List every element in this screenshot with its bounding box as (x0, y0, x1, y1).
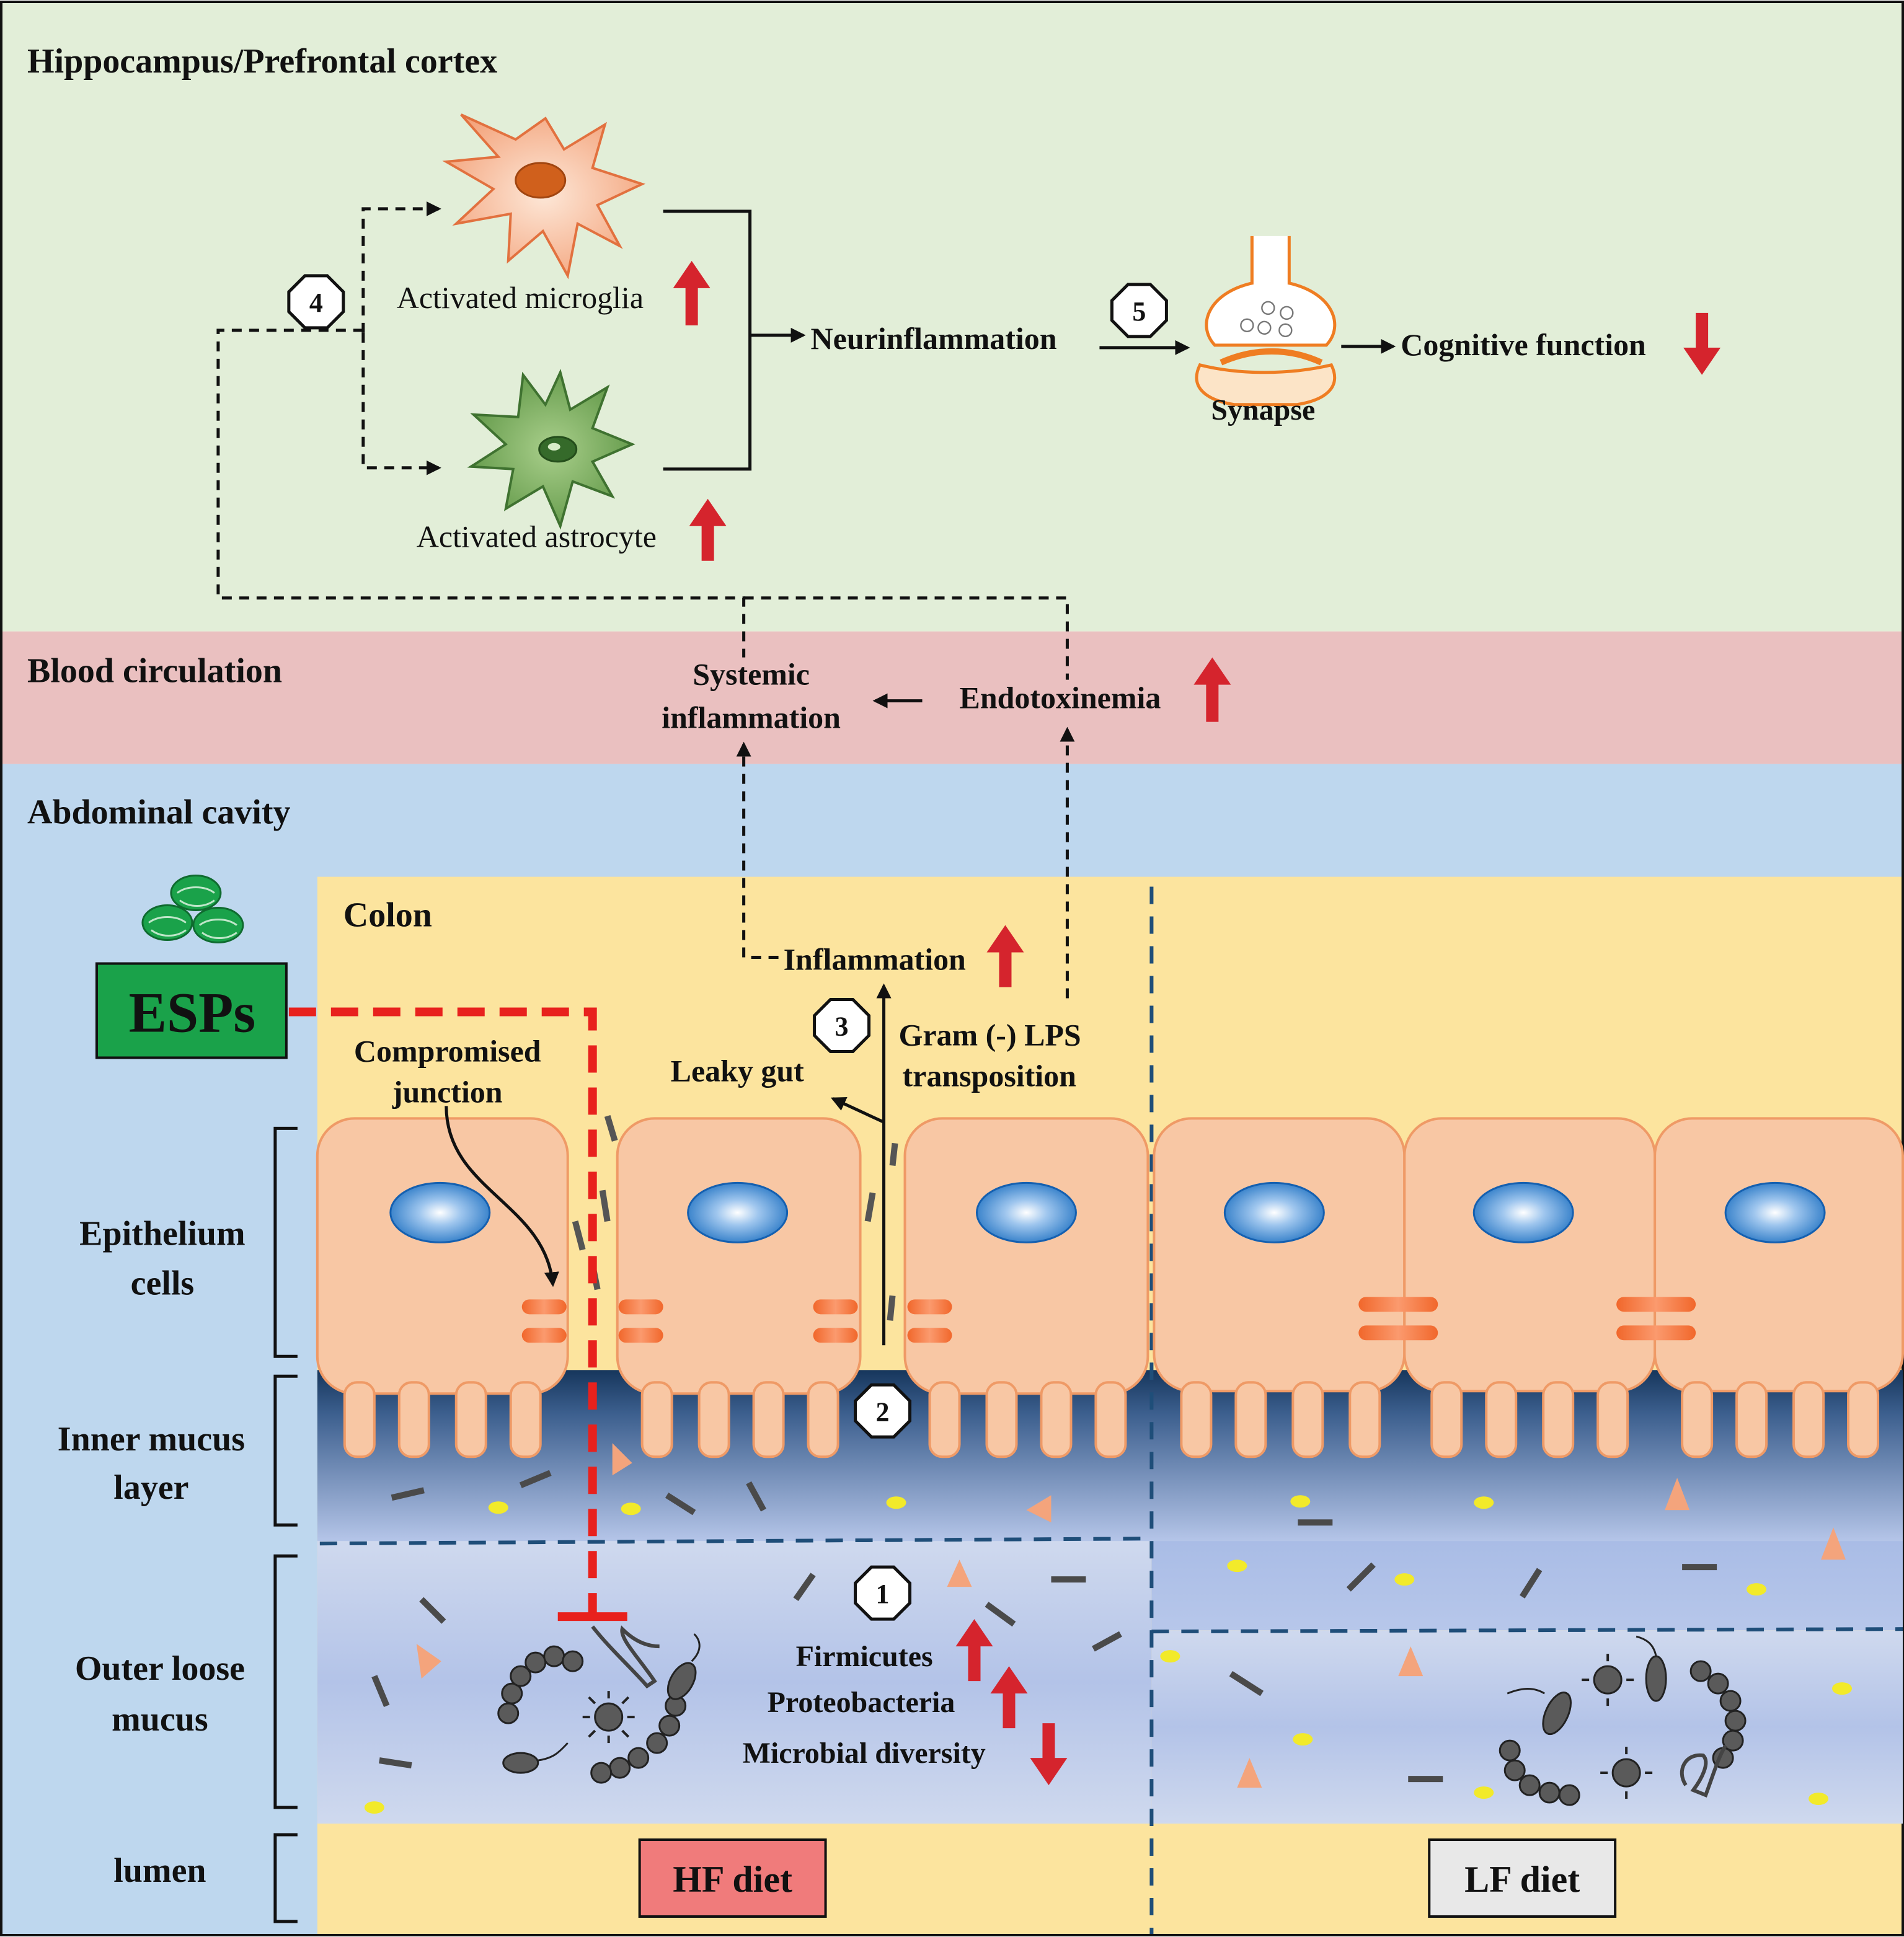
svg-text:1: 1 (876, 1579, 890, 1609)
lumen-label: lumen (113, 1851, 206, 1890)
step-5-marker: 5 (1110, 283, 1168, 338)
cognitive-label: Cognitive function (1401, 327, 1646, 362)
epithelial-cell (316, 1117, 569, 1395)
blood-region (1, 631, 1903, 764)
outer-mucus-label-line2: mucus (112, 1700, 208, 1739)
lps-label-line2: transposition (903, 1058, 1077, 1093)
esps-inhibition-line (288, 1007, 597, 1615)
dashed-pathway-from-colon (736, 726, 1075, 999)
epithelial-cell (1654, 1117, 1904, 1393)
lps-label-line1: Gram (-) LPS (899, 1017, 1081, 1052)
esps-label: ESPs (129, 981, 255, 1044)
systemic-label-line2: inflammation (662, 700, 841, 735)
diversity-label: Microbial diversity (743, 1737, 986, 1770)
svg-text:5: 5 (1132, 296, 1146, 327)
inner-mucus-label-line2: layer (113, 1468, 188, 1507)
synapse-label: Synapse (1211, 394, 1315, 426)
hf-diet-box (638, 1838, 827, 1918)
bacteria-icon (1499, 1635, 1747, 1806)
tight-junctions (521, 1297, 1696, 1343)
abdomen-region-title: Abdominal cavity (27, 793, 290, 832)
outer-mucus-hf (317, 1541, 1152, 1824)
endotoxemia-label: Endotoxinemia (959, 681, 1161, 715)
mucus-dots (364, 1495, 1853, 1814)
glia-merge-bracket (663, 210, 806, 471)
neuroinflammation-label: Neurinflammation (811, 321, 1057, 356)
compromised-junction-arrow (445, 1106, 559, 1287)
svg-text:4: 4 (309, 288, 323, 318)
svg-text:3: 3 (835, 1011, 849, 1041)
astrocyte-icon (467, 368, 635, 530)
mucus-triangles (416, 1443, 1846, 1788)
up-arrow-icon (689, 498, 727, 561)
lf-diet-label: LF diet (1464, 1859, 1580, 1900)
step-4-marker: 4 (287, 274, 345, 330)
epithelium-label-line2: cells (131, 1264, 195, 1302)
microglia-label: Activated microglia (397, 280, 644, 315)
brain-region (1, 2, 1903, 632)
epithelium-label-line1: Epithelium (79, 1214, 245, 1253)
leaky-gut-arrow (830, 1096, 885, 1124)
down-arrow-icon (1683, 312, 1721, 375)
firmicutes-label: Firmicutes (796, 1640, 933, 1673)
proteobacteria-label: Proteobacteria (768, 1686, 955, 1719)
inflammation-label: Inflammation (784, 942, 966, 976)
esps-pellet-icon (141, 875, 244, 944)
mucus-boundaries (319, 886, 1903, 1934)
step-3-marker: 3 (813, 997, 871, 1053)
astrocyte-label: Activated astrocyte (417, 519, 657, 554)
leaky-gut-label: Leaky gut (671, 1053, 805, 1088)
epithelium-cells (316, 1117, 1904, 1458)
mucus-dashes (371, 1470, 1717, 1783)
epithelial-cell (616, 1117, 862, 1395)
brain-region-title: Hippocampus/Prefrontal cortex (27, 42, 497, 81)
hf-diet-label: HF diet (673, 1859, 792, 1900)
epithelial-cell (1153, 1117, 1406, 1393)
synapse-icon (1195, 236, 1337, 407)
lf-diet-box (1428, 1838, 1617, 1918)
junction-label-line1: Compromised (354, 1033, 541, 1068)
outer-mucus-label-line1: Outer loose (75, 1649, 245, 1688)
up-arrow-icon (955, 1619, 993, 1682)
dashed-pathway-to-glia (216, 201, 1069, 680)
bacteria-icon (497, 1625, 701, 1784)
epithelial-cell (903, 1117, 1149, 1395)
up-arrow-icon (990, 1666, 1028, 1729)
down-arrow-icon (1030, 1723, 1068, 1786)
step-1-marker: 1 (854, 1565, 912, 1621)
systemic-label-line1: Systemic (693, 657, 810, 692)
junction-label-line2: junction (392, 1074, 503, 1109)
svg-text:2: 2 (876, 1396, 890, 1427)
blood-region-title: Blood circulation (27, 652, 282, 691)
up-arrow-icon (986, 925, 1024, 987)
epithelial-cell (1403, 1117, 1657, 1393)
inner-mucus-label-line1: Inner mucus (58, 1420, 245, 1458)
cell-nuclei (389, 1181, 1826, 1243)
layer-brackets (273, 1126, 298, 1923)
up-arrow-icon (673, 260, 711, 325)
up-arrow-icon (1193, 657, 1231, 722)
colon-title: Colon (343, 896, 432, 935)
microglia-icon (442, 113, 646, 280)
esps-box (95, 962, 288, 1059)
step-2-marker: 2 (854, 1383, 912, 1439)
